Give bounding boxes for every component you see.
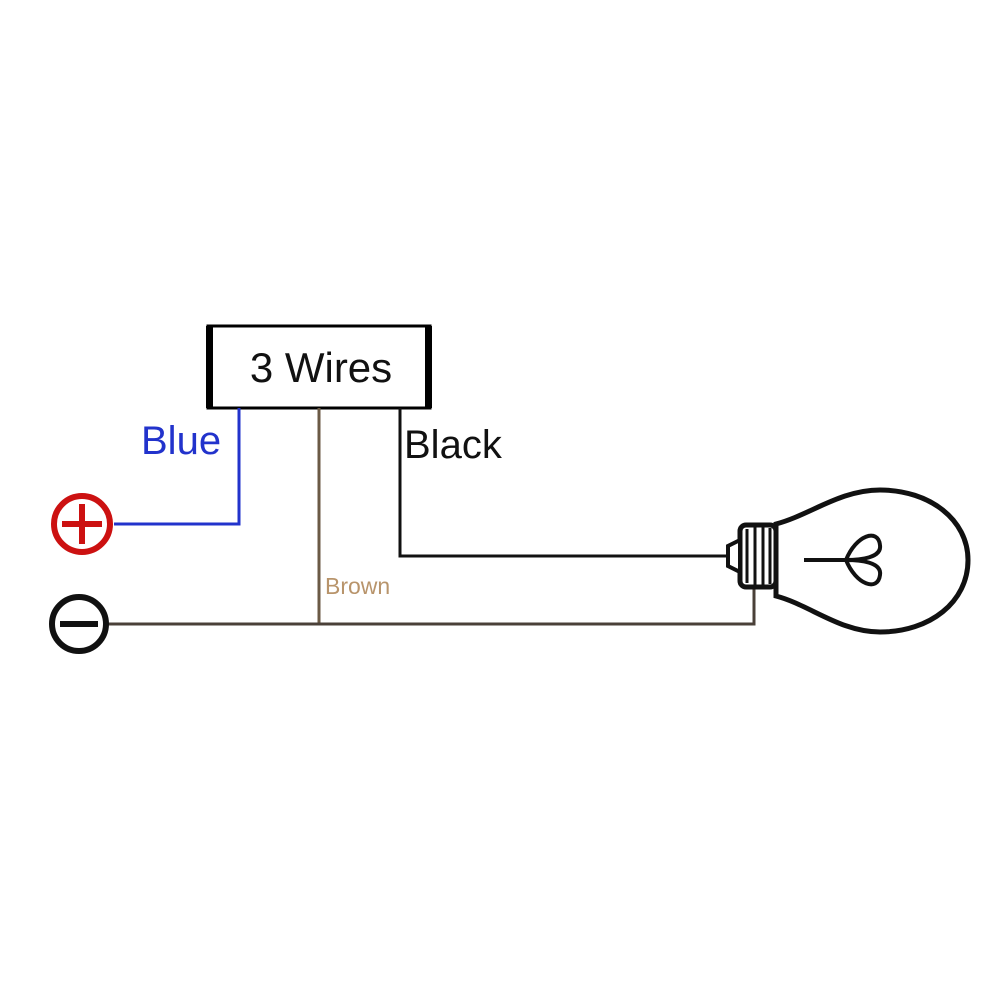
plus-circle-icon	[51, 493, 113, 555]
black-wire	[398, 408, 738, 558]
blue-wire	[114, 408, 241, 526]
blue-wire-label: Blue	[141, 419, 221, 463]
three-wires-module: 3 Wires	[206, 324, 432, 410]
negative-wire	[108, 577, 756, 626]
black-wire-label: Black	[404, 423, 503, 467]
light-bulb-icon	[726, 487, 971, 635]
minus-circle-icon	[49, 594, 109, 654]
module-label: 3 Wires	[250, 344, 392, 391]
brown-wire-label: Brown	[325, 573, 390, 599]
